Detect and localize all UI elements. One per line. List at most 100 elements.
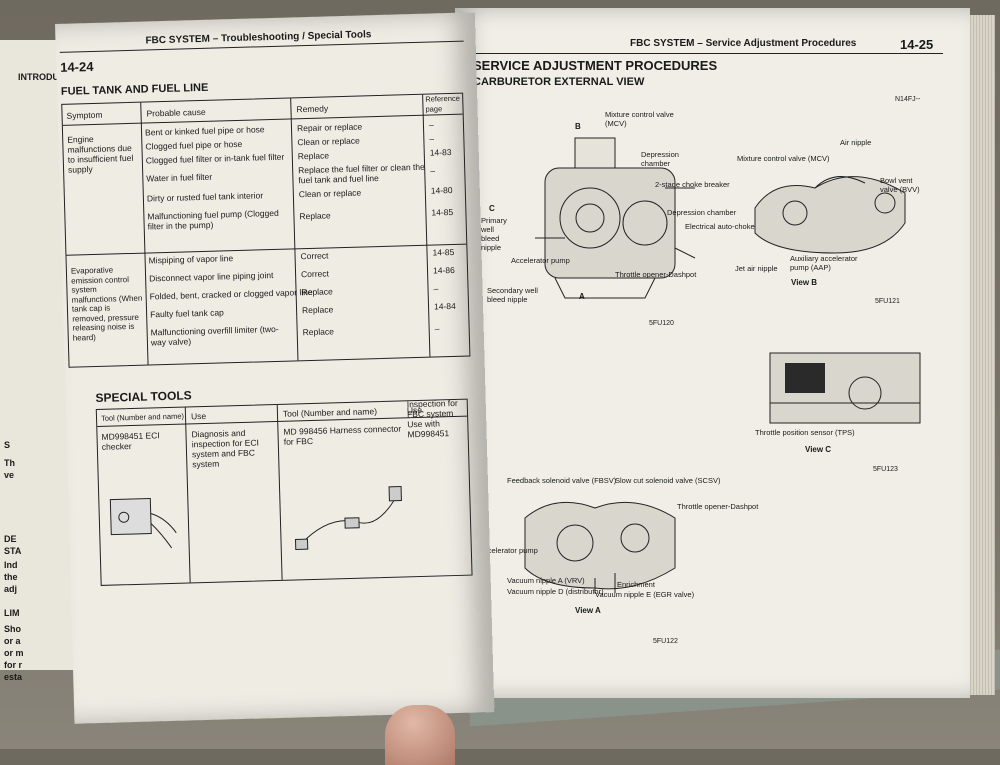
- figure-code: N14FJ--: [895, 96, 921, 103]
- label-jet-air-nipple: Jet air nipple: [735, 264, 778, 273]
- figure1-code: 5FU120: [649, 320, 674, 327]
- underlying-fragment: ve: [4, 470, 15, 480]
- table-row-remedy: Clean or replace: [297, 135, 360, 148]
- table-row-remedy: Replace: [297, 150, 330, 162]
- symptom-cell: Engine malfunctions due to insufficient …: [67, 133, 134, 175]
- caption-view-b: View B: [791, 278, 818, 287]
- underlying-fragment: Ind: [4, 560, 18, 570]
- tools-header-tool: Tool (Number and name): [100, 411, 185, 423]
- right-page: FBC SYSTEM – Service Adjustment Procedur…: [455, 8, 970, 698]
- view-a-illustration: [515, 488, 685, 598]
- table-row-cause: Clogged fuel filter or in-tank fuel filt…: [145, 151, 285, 166]
- page-number-right: 14-25: [900, 37, 934, 52]
- label-depression-chamber: Depression chamber: [641, 150, 679, 168]
- label-auto-choke: Electrical auto-choke: [685, 222, 755, 231]
- underlying-fragment: esta: [4, 672, 23, 682]
- figure3-code: 5FU123: [873, 466, 898, 473]
- label-aap: Auxiliary accelerator pump (AAP): [790, 254, 858, 272]
- label-vacuum-nipple-d: Vacuum nipple D (distributor): [507, 587, 604, 596]
- tool-use: Inspection for FBC system Use with MD998…: [406, 397, 458, 440]
- header-ref: Reference page: [425, 93, 460, 114]
- special-tools-table: Tool (Number and name) Use Tool (Number …: [95, 397, 473, 586]
- header-remedy: Remedy: [296, 103, 329, 115]
- table-row-ref: –: [434, 323, 440, 334]
- label-secondary-well: Secondary well bleed nipple: [487, 286, 538, 304]
- symptom-cell: Evaporative emission control system malf…: [70, 265, 143, 343]
- label-bvv: Bowl vent valve (BVV): [880, 176, 920, 194]
- label-primary-well: Primary well bleed nipple: [481, 216, 507, 252]
- table-row-ref: –: [430, 165, 436, 176]
- table-row-remedy: Clean or replace: [298, 187, 362, 200]
- label-scsv: Slow cut solenoid valve (SCSV): [615, 476, 721, 485]
- table-row-ref: 14-85: [431, 206, 454, 218]
- table-row-ref: –: [429, 133, 435, 144]
- table-row-cause: Folded, bent, cracked or clogged vapor l…: [149, 286, 313, 302]
- table-row-ref: 14-85: [432, 246, 455, 258]
- table-row-cause: Faulty fuel tank cap: [150, 307, 224, 320]
- label-viewb-mcv: Mixture control valve (MCV): [737, 154, 830, 163]
- table-row-cause: Mispiping of vapor line: [148, 253, 234, 266]
- table-row-ref: –: [433, 283, 439, 294]
- label-vacuum-nipple-a: Vacuum nipple A (VRV): [507, 576, 585, 585]
- underlying-fragment: the: [4, 572, 18, 582]
- table-row-remedy: Correct: [300, 268, 330, 280]
- underlying-fragment: or a: [4, 636, 21, 646]
- underlying-fragment: adj: [4, 584, 18, 594]
- table-row-cause: Malfunctioning overfill limiter (two-way…: [150, 323, 279, 348]
- label-c: C: [489, 204, 495, 213]
- view-c-illustration: [765, 348, 925, 428]
- table-row-ref: –: [428, 119, 434, 130]
- label-viewa-accelerator-pump: Accelerator pump: [479, 546, 538, 555]
- thumb: [385, 705, 455, 765]
- eci-checker-illustration: [105, 488, 187, 560]
- tool-name: MD 998456 Harness connector for FBC: [283, 423, 402, 447]
- harness-connector-illustration: [289, 481, 411, 564]
- label-accelerator-pump: Accelerator pump: [511, 256, 570, 265]
- table-row-ref: 14-83: [429, 146, 452, 158]
- section-title: SERVICE ADJUSTMENT PROCEDURES: [473, 58, 718, 73]
- tool-use: Diagnosis and inspection for ECI system …: [191, 427, 259, 470]
- label-vacuum-nipple-e: Vacuum nipple E (EGR valve): [595, 590, 695, 599]
- underlying-fragment: DE: [4, 534, 17, 544]
- header-rule: [473, 53, 943, 54]
- label-tps: Throttle position sensor (TPS): [755, 428, 855, 437]
- figure4-code: 5FU122: [653, 638, 678, 645]
- underlying-fragment: LIM: [4, 608, 20, 618]
- view-b-illustration: [745, 168, 935, 263]
- special-tools-title: SPECIAL TOOLS: [95, 388, 192, 406]
- label-b: B: [575, 122, 581, 131]
- underlying-fragment: S: [4, 440, 11, 450]
- troubleshooting-table: Symptom Probable cause Remedy Reference …: [61, 92, 471, 368]
- table-row-ref: 14-80: [430, 184, 453, 196]
- underlying-fragment: Sho: [4, 624, 21, 634]
- table-row-ref: 14-84: [433, 300, 456, 312]
- table-row-remedy: Replace the fuel filter or clean the fue…: [298, 161, 425, 186]
- label-throttle-opener: Throttle opener-Dashpot: [615, 270, 697, 279]
- table-row-remedy: Replace: [302, 326, 335, 338]
- tool-name: MD998451 ECI checker: [101, 430, 160, 452]
- label-a: A: [579, 292, 585, 301]
- tools-header-tool-2: Tool (Number and name): [282, 406, 378, 419]
- page-number-left: 14-24: [60, 58, 94, 75]
- caption-view-a: View A: [575, 606, 601, 615]
- label-enrichment: Enrichment: [617, 580, 655, 589]
- running-header-right: FBC SYSTEM – Service Adjustment Procedur…: [630, 38, 857, 49]
- figure2-code: 5FU121: [875, 298, 900, 305]
- label-fbsv: Feedback solenoid valve (FBSV): [507, 476, 617, 485]
- table-row-cause: Malfunctioning fuel pump (Clogged filter…: [147, 207, 279, 232]
- caption-view-c: View C: [805, 445, 832, 454]
- label-air-nipple: Air nipple: [840, 138, 872, 147]
- table-row-ref: 14-86: [432, 264, 455, 276]
- header-symptom: Symptom: [66, 109, 103, 121]
- section-title-fuel: FUEL TANK AND FUEL LINE: [60, 81, 209, 98]
- table-row-cause: Bent or kinked fuel pipe or hose: [144, 124, 265, 138]
- table-row-cause: Dirty or rusted fuel tank interior: [146, 190, 264, 204]
- label-mcv: Mixture control valve (MCV): [605, 110, 674, 128]
- header-cause: Probable cause: [146, 106, 206, 119]
- left-page: FBC SYSTEM – Troubleshooting / Special T…: [55, 12, 495, 724]
- table-row-remedy: Repair or replace: [296, 121, 363, 134]
- underlying-fragment: Th: [4, 458, 15, 468]
- table-row-cause: Clogged fuel pipe or hose: [145, 138, 243, 152]
- table-row-remedy: Replace: [299, 210, 331, 222]
- table-row-remedy: Replace: [301, 304, 334, 316]
